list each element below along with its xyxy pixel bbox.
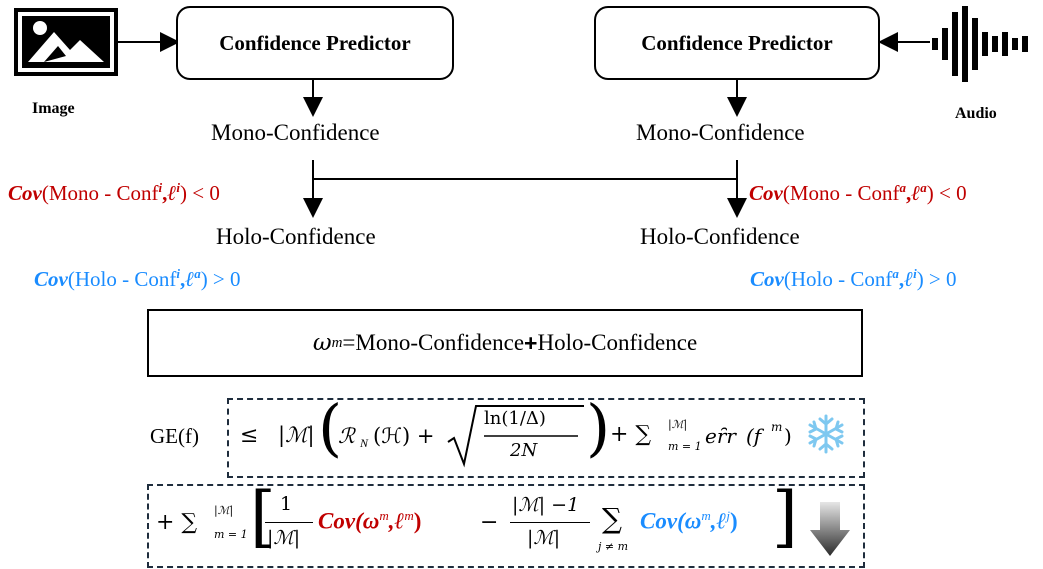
mono-term: Mono-Confidence: [355, 330, 525, 355]
omega-symbol: ω: [312, 330, 332, 356]
sqrt-icon: [446, 402, 586, 468]
inner-sum-symbol: ∑: [602, 502, 622, 535]
right-mono-confidence: Mono-Confidence: [636, 120, 805, 145]
cov-sum-symbol: + ∑: [156, 510, 198, 535]
audio-label: Audio: [955, 105, 997, 122]
rademacher-arg: (ℋ) +: [373, 424, 435, 448]
frac2-numerator: |ℳ| −1: [512, 494, 580, 516]
error-sum-symbol: + ∑: [610, 422, 652, 447]
left-mono-covariance: Cov(Mono - Confi,ℓi) < 0: [8, 180, 220, 205]
big-left-paren: (: [318, 391, 343, 464]
big-right-paren: ): [586, 391, 611, 464]
red-cov-term: Cov(ωm,ℓm): [318, 508, 422, 534]
error-sup: m: [771, 420, 783, 434]
one-over-denominator: |ℳ|: [267, 527, 301, 549]
rademacher-sub: N: [360, 436, 369, 450]
leq-symbol: ≤: [240, 423, 259, 448]
holo-term: Holo-Confidence: [537, 330, 698, 355]
ge-label: GE(f): [150, 424, 199, 448]
empirical-error: eȓr: [705, 424, 736, 448]
frac-denominator: 2N: [510, 440, 538, 461]
minus-symbol: −: [480, 510, 499, 535]
right-predictor-label: Confidence Predictor: [641, 30, 833, 55]
left-mono-confidence: Mono-Confidence: [211, 120, 380, 145]
cov-sum-sub: m = 1: [214, 528, 248, 541]
frac-numerator: ln(1/Δ): [484, 408, 546, 429]
image-icon: [14, 8, 118, 76]
right-holo-covariance: Cov(Holo - Confa,ℓi) > 0: [750, 266, 957, 291]
one-over-numerator: 1: [280, 493, 293, 515]
right-mono-covariance: Cov(Mono - Confa,ℓa) < 0: [749, 180, 967, 205]
left-holo-confidence: Holo-Confidence: [216, 224, 376, 249]
frac2-line: [510, 522, 590, 523]
blue-cov-term: Cov(ωm,ℓj): [640, 508, 738, 534]
rademacher-symbol: ℛ: [338, 424, 355, 448]
error-sum-sup: |ℳ|: [668, 418, 688, 431]
big-left-bracket: [: [250, 478, 276, 555]
bound-term-box-1: [227, 398, 865, 478]
left-confidence-predictor: Confidence Predictor: [176, 6, 454, 80]
down-arrow-icon: [808, 500, 852, 558]
right-confidence-predictor: Confidence Predictor: [594, 6, 880, 80]
image-label: Image: [32, 100, 75, 117]
right-holo-confidence: Holo-Confidence: [640, 224, 800, 249]
frac1-line: [265, 522, 313, 523]
audio-waveform-icon: [930, 4, 1035, 84]
bound-term-box-2: [147, 484, 865, 568]
snowflake-icon: [806, 414, 846, 454]
frac2-denominator: |ℳ|: [527, 527, 561, 549]
error-close: ): [784, 424, 792, 448]
error-arg: (f: [746, 424, 762, 448]
left-holo-covariance: Cov(Holo - Confi,ℓa) > 0: [34, 266, 241, 291]
big-right-bracket: ]: [772, 478, 798, 555]
left-predictor-label: Confidence Predictor: [219, 30, 411, 55]
inner-sum-sub: j ≠ m: [598, 540, 629, 553]
cov-sum-sup: |ℳ|: [214, 504, 234, 517]
error-sum-sub: m = 1: [668, 440, 702, 453]
model-count: |ℳ|: [278, 423, 315, 447]
